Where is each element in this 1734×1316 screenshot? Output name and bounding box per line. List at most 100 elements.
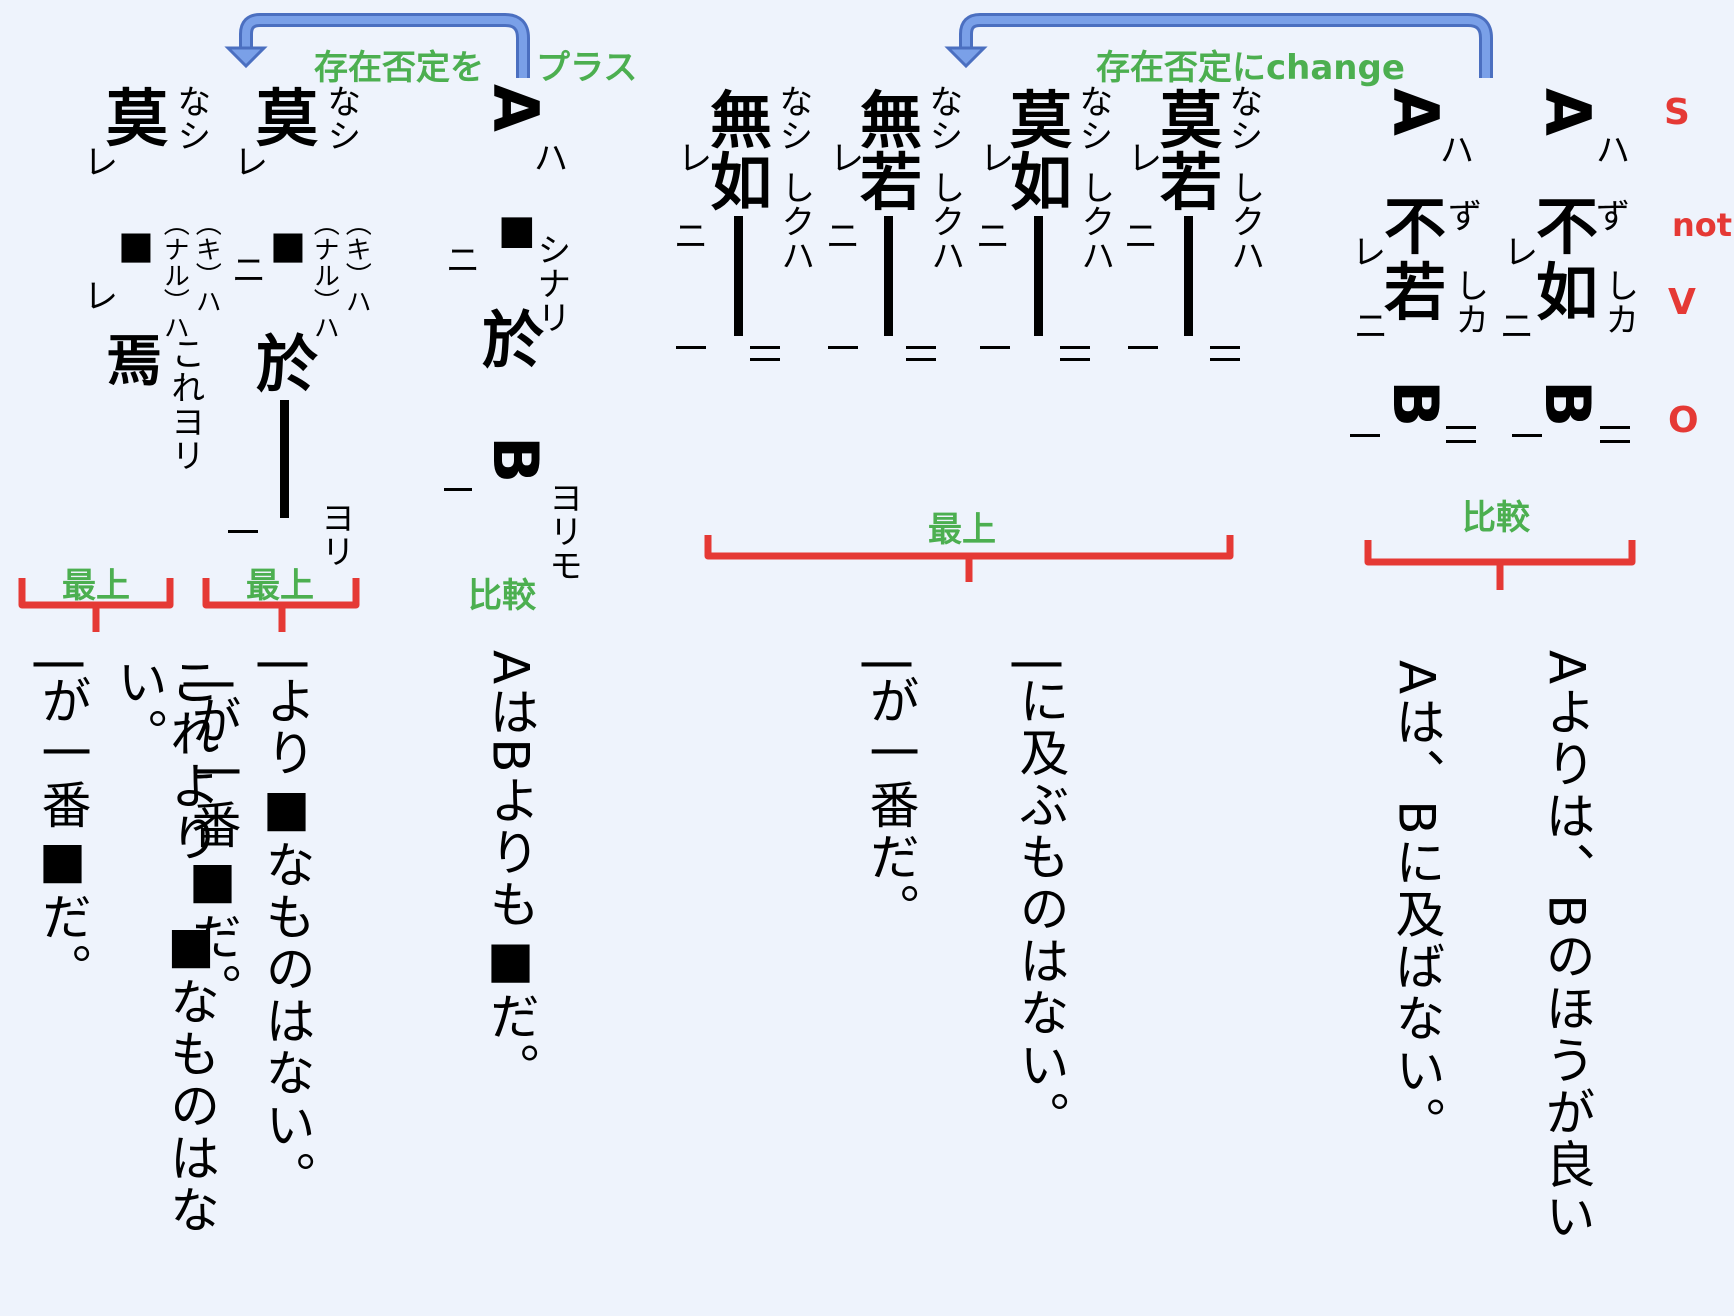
col3-ni: ニ <box>1124 217 1158 257</box>
col6-re: レ <box>678 139 712 179</box>
col3-re: レ <box>1128 139 1162 179</box>
bracket-3 <box>704 535 1234 582</box>
col3-dash-left <box>1128 346 1158 349</box>
col2-zu: ず <box>1448 197 1482 237</box>
col6-dash-left <box>676 346 706 349</box>
col4-mo: 莫 <box>1010 84 1073 157</box>
col6-ni: ニ <box>674 217 708 257</box>
left-arrow <box>224 13 530 78</box>
col5-dash-left <box>828 346 858 349</box>
translation-4: |が一番だ。 <box>861 656 920 935</box>
col4-dash-left <box>980 346 1010 349</box>
col4-shi: 如 <box>1010 146 1073 219</box>
col2-ha: ハ <box>1440 131 1474 171</box>
col8-sq: ■ <box>270 223 306 267</box>
col7-b: B <box>479 436 552 484</box>
col8-yori: ヨリ <box>314 500 355 568</box>
col2-dash-right <box>1446 426 1476 429</box>
translation-3: |に及ぶものはない。 <box>1011 656 1070 1143</box>
col8-re: レ <box>234 143 268 183</box>
label-v: V <box>1668 282 1696 323</box>
col3-line <box>1184 216 1193 336</box>
col6-dash-right2 <box>750 358 780 361</box>
col1-a: A <box>1531 88 1604 136</box>
col5-nashi: なシ <box>922 84 963 152</box>
col2-re: レ <box>1352 233 1386 273</box>
col9-nashi: なシ <box>170 84 211 152</box>
bracket3-label: 最上 <box>928 510 996 550</box>
col7-dash-left <box>444 488 472 491</box>
col2-dash-right2 <box>1446 440 1476 443</box>
col7-o: 於 <box>482 304 545 377</box>
col7-yorimo: ヨリモ <box>542 480 583 582</box>
translation-5: AはBよりも■だ。 <box>481 650 540 1095</box>
col3-mo: 莫 <box>1160 84 1223 157</box>
col9-mo: 莫 <box>106 82 169 155</box>
col7-ni: ニ <box>446 241 480 281</box>
col5-shikuha: しクハ <box>924 170 965 272</box>
col1-ha: ハ <box>1596 131 1630 171</box>
col4-re: レ <box>980 139 1014 179</box>
col2-a: A <box>1379 88 1452 136</box>
col4-line <box>1034 216 1043 336</box>
col2-ni: ニ <box>1354 307 1388 347</box>
col5-jaku: 若 <box>860 146 923 219</box>
col1-fu: 不 <box>1536 190 1599 263</box>
col4-nashi: なシ <box>1072 84 1113 152</box>
col1-dash-left <box>1512 434 1542 437</box>
col2-jaku: 若 <box>1384 256 1447 329</box>
col2-b: B <box>1379 380 1452 428</box>
col9-en: 焉 <box>106 329 162 394</box>
label-s: S <box>1664 92 1690 133</box>
col8-nashi: なシ <box>320 84 361 152</box>
col4-shikuha: しクハ <box>1074 170 1115 272</box>
label-not: not <box>1672 206 1733 244</box>
label-o: O <box>1668 400 1699 441</box>
col1-shi: 如 <box>1536 256 1599 329</box>
col8-naruha: （ナル）ハ <box>309 210 340 340</box>
col6-mu: 無 <box>710 84 773 157</box>
arrow-label-left-a: 存在否定を <box>314 48 484 88</box>
arrow-label-right: 存在否定にchange <box>1096 48 1405 88</box>
col8-kiha: （キ）ハ <box>341 210 372 314</box>
col5-re: レ <box>830 139 864 179</box>
bracket-1 <box>18 578 174 632</box>
col4-ni: ニ <box>976 217 1010 257</box>
col9-sq: ■ <box>118 223 154 267</box>
col1-dash-right2 <box>1600 426 1630 429</box>
col9-kiha: （キ）ハ <box>191 210 222 314</box>
col3-nashi: なシ <box>1222 84 1263 152</box>
col4-dash-right2 <box>1060 358 1090 361</box>
col1-dash-right <box>1600 440 1630 443</box>
col1-ni: ニ <box>1500 307 1534 347</box>
col5-dash-right <box>906 346 936 349</box>
translation-6: |より■なものはない。 <box>257 656 316 1203</box>
col1-re: レ <box>1504 233 1538 273</box>
col9-re2: レ <box>84 277 118 317</box>
bracket-4 <box>1364 540 1636 590</box>
col8-o: 於 <box>256 328 319 401</box>
col3-shikuha: しクハ <box>1224 170 1265 272</box>
translation-2: Aは、Bに及ばない。 <box>1387 660 1446 1149</box>
col2-fu: 不 <box>1384 190 1447 263</box>
col8-mo: 莫 <box>256 82 319 155</box>
col4-dash-right <box>1060 346 1090 349</box>
col1-shika: しカ <box>1598 268 1639 336</box>
arrow-label-left-b: プラス <box>536 48 638 88</box>
col3-jaku: 若 <box>1160 146 1223 219</box>
translation-7: |が一番■だ。 <box>183 676 242 1015</box>
col6-dash-right <box>750 346 780 349</box>
right-arrow <box>944 13 1493 78</box>
col5-ni: ニ <box>826 217 860 257</box>
translation-8: これより、■なものはない。 <box>109 656 221 1236</box>
col3-dash-right <box>1210 346 1240 349</box>
translation-1: Aよりは、Bのほうが良い <box>1537 650 1596 1243</box>
col6-line <box>734 216 743 336</box>
bracket-set <box>18 535 1636 632</box>
col7-a: A <box>479 84 552 132</box>
col7-ha: ハ <box>534 139 568 179</box>
bracket4-label: 比較 <box>1462 498 1530 538</box>
bracket-hikaku-left: 比較 <box>468 576 536 616</box>
col9-re: レ <box>84 143 118 183</box>
col8-ni: ニ <box>232 251 266 291</box>
